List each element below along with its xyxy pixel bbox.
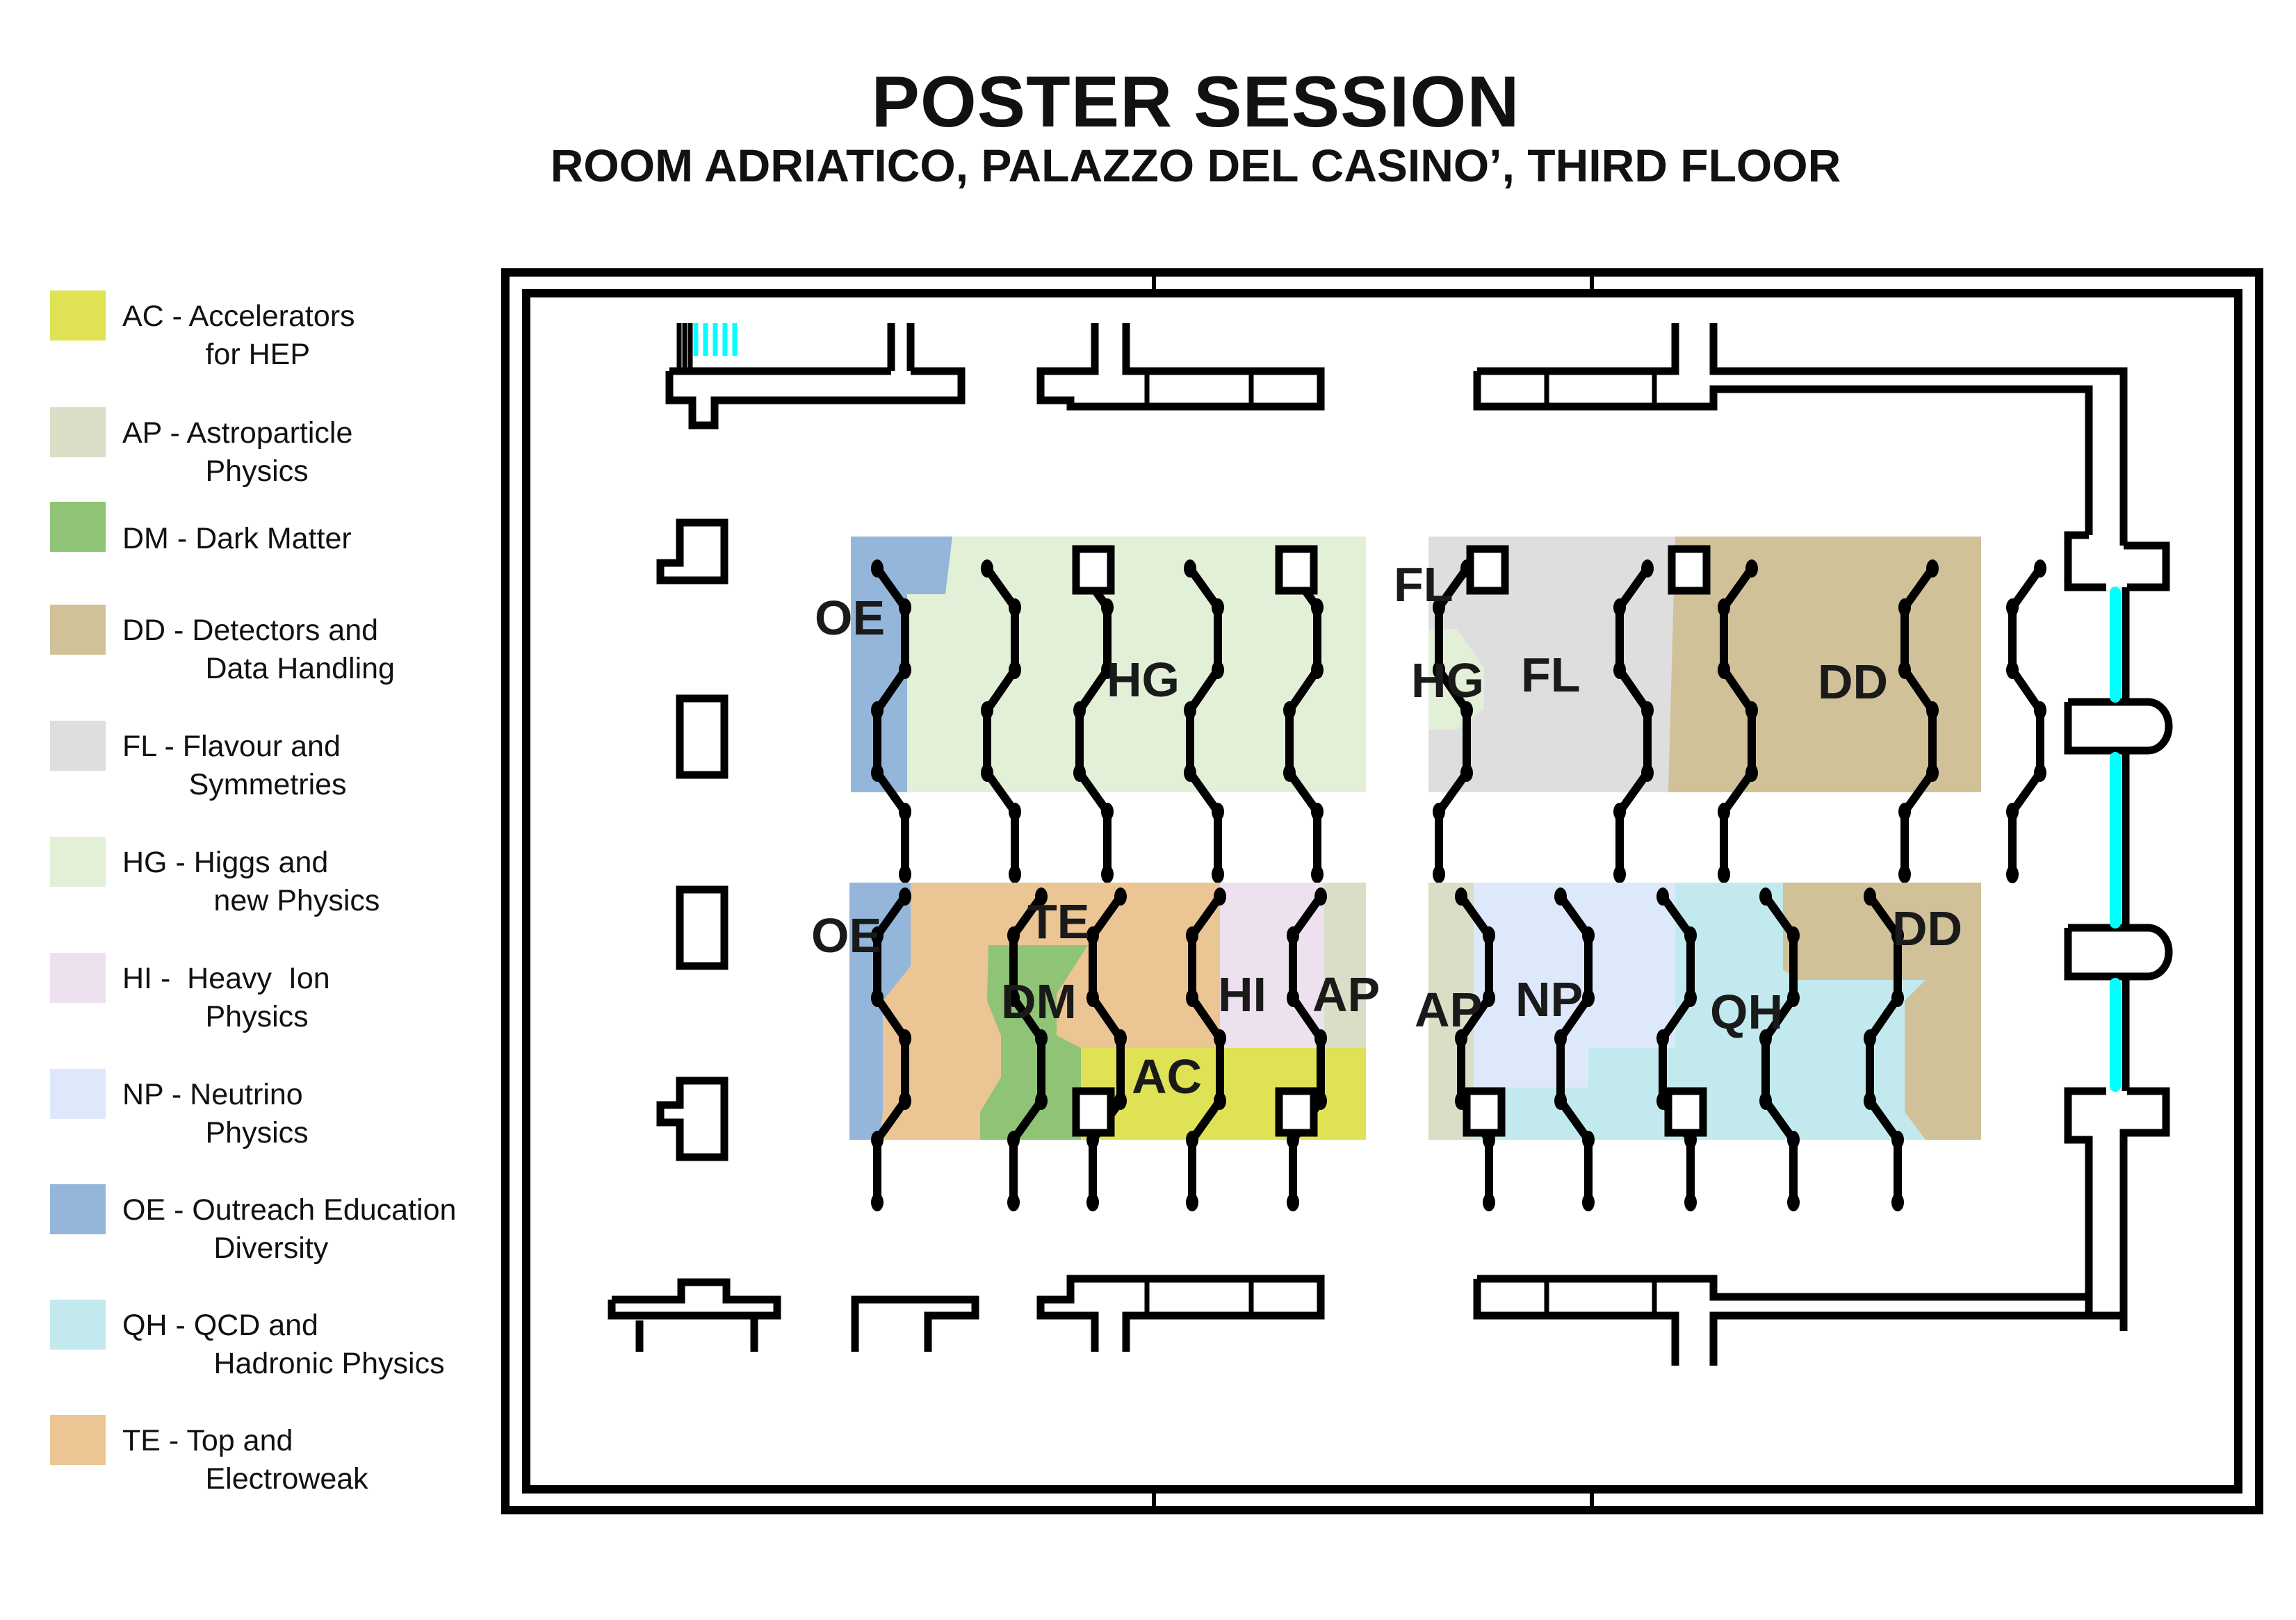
label-hg: HG [1411,653,1484,707]
swatch-hi [50,953,106,1003]
swatch-dd [50,605,106,655]
label-oe: OE [815,591,885,645]
label-dd: DD [1818,655,1888,709]
poster-boards [871,887,1327,1211]
swatch-fl [50,721,106,771]
label-hg: HG [1107,653,1180,707]
label-np: NP [1515,972,1583,1026]
label-fl: FL [1521,648,1581,702]
legend-label-dm: DM - Dark Matter [122,522,352,555]
swatch-dm [50,502,106,552]
label-oe: OE [811,908,881,963]
legend-item-ac: AC - Accelerators for HEP [50,291,495,374]
legend-item-dm: DM - Dark Matter [50,502,495,585]
label-te: TE [1027,894,1089,949]
top-left-entrance [665,323,966,429]
bottom-left-structures [608,1275,1325,1352]
swatch-ap [50,407,106,457]
legend-label-ac: AC - Accelerators for HEP [122,300,355,371]
legend-item-hi: HI - Heavy Ion Physics [50,953,495,1036]
island-upper-right: FL HG FL DD [1394,537,2046,883]
island-lower-left: OE TE DM HI AP AC [811,883,1380,1211]
bottom-right-corridor [1473,1275,2128,1366]
label-hi: HI [1218,967,1267,1022]
cyan-window-stripes-top [693,323,738,356]
swatch-ac [50,291,106,341]
swatch-qh [50,1300,106,1350]
swatch-oe [50,1184,106,1234]
legend-item-ap: AP - Astroparticle Physics [50,407,495,491]
legend-item-np: NP - Neutrino Physics [50,1069,495,1152]
building-walls [501,268,2263,1514]
right-wall-pods [2064,531,2173,1331]
label-fl-top: FL [1394,557,1454,612]
legend-label-dd: DD - Detectors and Data Handling [122,614,395,685]
legend-label-np: NP - Neutrino Physics [122,1078,309,1149]
legend-label-oe: OE - Outreach Education Diversity [122,1193,457,1265]
legend-label-fl: FL - Flavour and Symmetries [122,730,347,801]
label-qh: QH [1710,985,1783,1039]
legend-item-oe: OE - Outreach Education Diversity [50,1184,495,1268]
label-ap: AP [1312,967,1380,1022]
legend-label-ap: AP - Astroparticle Physics [122,416,353,488]
poster-boards [1455,887,1904,1211]
legend-label-hg: HG - Higgs and new Physics [122,846,380,917]
island-lower-right: AP NP QH DD [1415,883,1981,1211]
legend-label-te: TE - Top and Electroweak [122,1424,368,1496]
label-dd: DD [1892,901,1962,956]
label-ap: AP [1415,983,1482,1037]
page-subtitle: ROOM ADRIATICO, PALAZZO DEL CASINO’, THI… [550,140,1841,191]
swatch-hg [50,837,106,887]
label-dm: DM [1001,974,1077,1029]
legend-item-hg: HG - Higgs and new Physics [50,837,495,920]
legend-label-qh: QH - QCD and Hadronic Physics [122,1309,445,1380]
poster-boards [871,545,1324,883]
swatch-te [50,1415,106,1465]
top-right-corridor [1473,323,2128,546]
label-ac: AC [1132,1049,1202,1104]
island-upper-left: OE HG [815,537,1366,883]
page-title: POSTER SESSION [871,62,1520,142]
legend-item-dd: DD - Detectors and Data Handling [50,605,495,688]
left-pillars [656,518,728,1161]
legend-item-qh: QH - QCD and Hadronic Physics [50,1300,495,1383]
legend-label-hi: HI - Heavy Ion Physics [122,962,330,1033]
swatch-np [50,1069,106,1119]
top-middle-structure [1036,323,1325,411]
legend-item-te: TE - Top and Electroweak [50,1415,495,1498]
legend-item-fl: FL - Flavour and Symmetries [50,721,495,804]
